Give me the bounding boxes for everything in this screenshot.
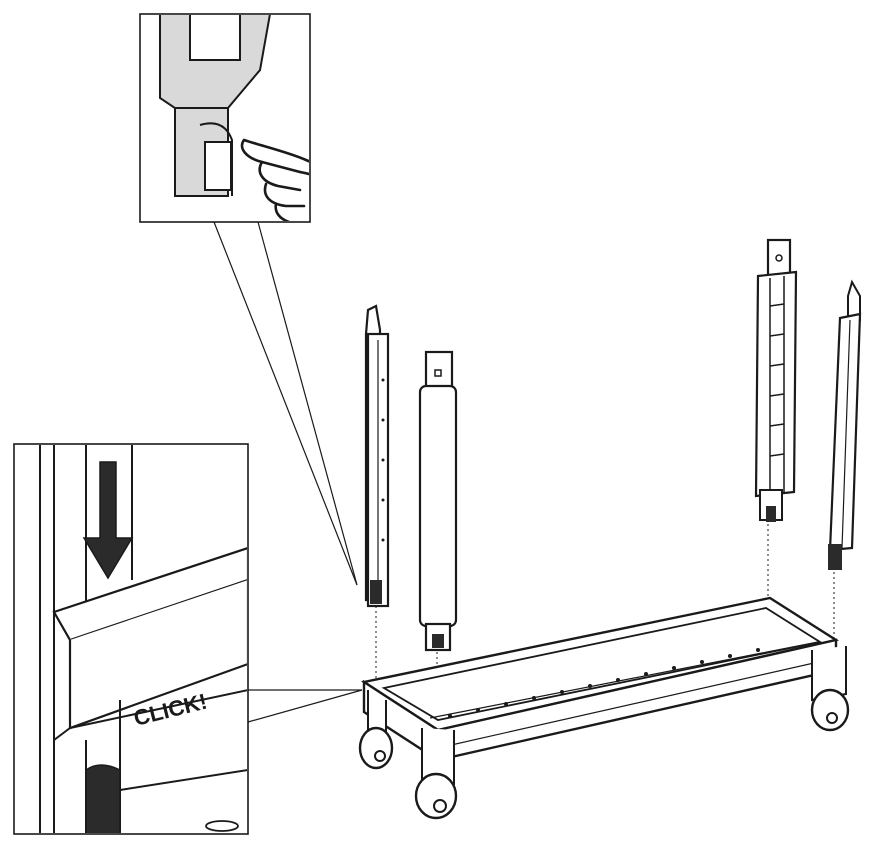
leader-line xyxy=(257,221,358,586)
detail-top-press-clip xyxy=(139,13,358,586)
post-top-view xyxy=(159,15,271,197)
caster-wheel-front-left xyxy=(358,726,394,770)
post-back-right xyxy=(828,279,862,570)
base-tray xyxy=(358,596,850,820)
hand-pointing xyxy=(240,138,309,221)
clip-tab xyxy=(204,141,232,191)
caster-wheel-back-right xyxy=(810,688,850,732)
leader-line xyxy=(247,689,363,723)
post-front-right xyxy=(418,350,458,652)
post-back-left xyxy=(754,238,798,522)
detail-bottom-click: CLICK! xyxy=(13,443,363,835)
peg-holes xyxy=(448,648,760,718)
post-front-left xyxy=(364,304,390,608)
main-assembly xyxy=(358,238,862,820)
arrow-down-icon xyxy=(82,461,134,580)
leader-line xyxy=(213,221,358,586)
caster-wheel-front-right xyxy=(414,772,458,820)
tray-rim xyxy=(52,547,247,642)
post-slot xyxy=(189,15,241,61)
